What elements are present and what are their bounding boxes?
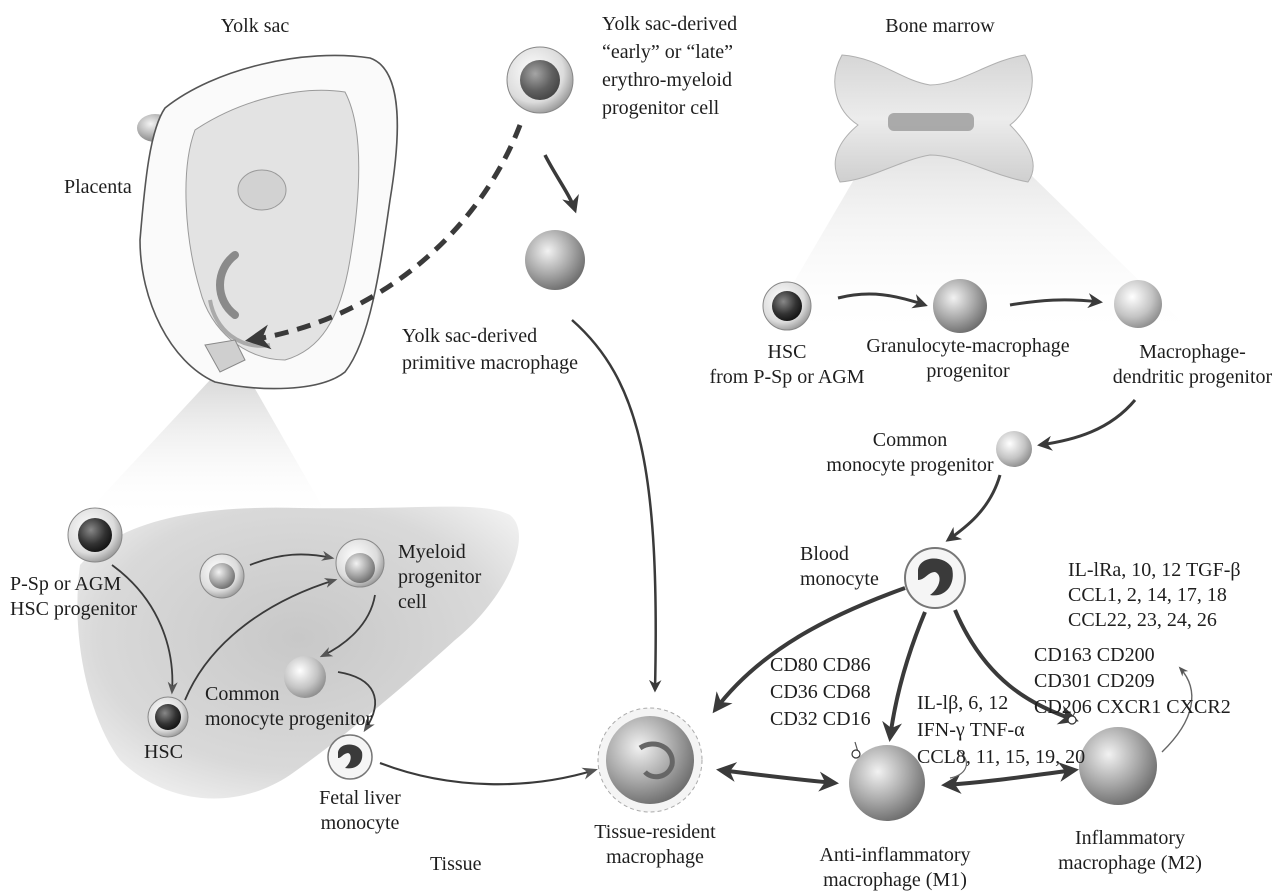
fetal-liver-monocyte-cell: [328, 735, 372, 779]
label-gm-progenitor: Granulocyte-macrophage progenitor: [838, 334, 1098, 384]
label-myeloid-progenitor: Myeloid progenitor cell: [398, 540, 481, 615]
m1-macrophage-cell: [849, 745, 925, 821]
label-tissue: Tissue: [430, 852, 482, 877]
m2-macrophage-cell: [1079, 727, 1157, 805]
connector-dot-m1: [852, 750, 860, 758]
label-fetal-liver-monocyte: Fetal liver monocyte: [305, 786, 415, 836]
arrow-md-to-cmp: [1040, 400, 1135, 445]
label-cmp-bm: Common monocyte progenitor: [810, 428, 1010, 478]
arrow-primitive-to-tissue: [572, 320, 656, 690]
label-cmp-fetal: Common monocyte progenitor: [205, 682, 372, 732]
arrow-tissue-m1: [720, 770, 835, 783]
yolk-sac-embryo: [140, 55, 397, 388]
hsc-fetal-cell: [148, 697, 188, 737]
label-placenta: Placenta: [64, 175, 132, 200]
label-tissue-resident: Tissue-resident macrophage: [570, 820, 740, 870]
label-hsc-progenitor: P-Sp or AGM HSC progenitor: [10, 572, 137, 622]
label-md-progenitor: Macrophage- dendritic progenitor: [1105, 340, 1280, 390]
arrow-fetal-monocyte-to-tissue: [380, 763, 595, 784]
early-myeloid-cell: [200, 554, 244, 598]
label-primitive-macrophage: Yolk sac-derived primitive macrophage: [402, 323, 578, 377]
label-yolk-sac: Yolk sac: [200, 14, 310, 39]
hsc-progenitor-cell: [68, 508, 122, 562]
yolk-sac-beam: [80, 380, 330, 520]
gm-progenitor-cell: [933, 279, 987, 333]
label-m1-markers: CD80 CD86 CD36 CD68 CD32 CD16: [770, 652, 871, 733]
label-anti-inflammatory: Anti-inflammatory macrophage (M1): [800, 843, 990, 893]
label-m2-markers: CD163 CD200 CD301 CD209 CD206 CXCR1 CXCR…: [1034, 642, 1231, 720]
label-m2-cytokines: IL-lRa, 10, 12 TGF-β CCL1, 2, 14, 17, 18…: [1068, 558, 1241, 633]
arrow-m1-m2: [945, 770, 1075, 785]
label-yolk-sac-progenitor: Yolk sac-derived “early” or “late” eryth…: [602, 10, 737, 122]
yolk-sac-progenitor-cell: [507, 47, 573, 113]
primitive-macrophage-cell: [525, 230, 585, 290]
myeloid-progenitor-cell: [336, 539, 384, 587]
hsc-bm-cell: [763, 282, 811, 330]
bone-marrow-cavity: [888, 113, 974, 131]
label-hsc-fetal: HSC: [144, 740, 183, 765]
label-blood-monocyte: Blood monocyte: [800, 542, 879, 592]
label-inflammatory: Inflammatory macrophage (M2): [1040, 826, 1220, 876]
md-progenitor-cell: [1114, 280, 1162, 328]
tissue-resident-macrophage-cell: [598, 708, 702, 812]
label-bone-marrow: Bone marrow: [870, 14, 1010, 39]
blood-monocyte-cell: [905, 548, 965, 608]
arrow-ys-progenitor-to-macrophage: [545, 155, 575, 210]
arrow-cmp-to-monocyte: [948, 475, 1000, 540]
